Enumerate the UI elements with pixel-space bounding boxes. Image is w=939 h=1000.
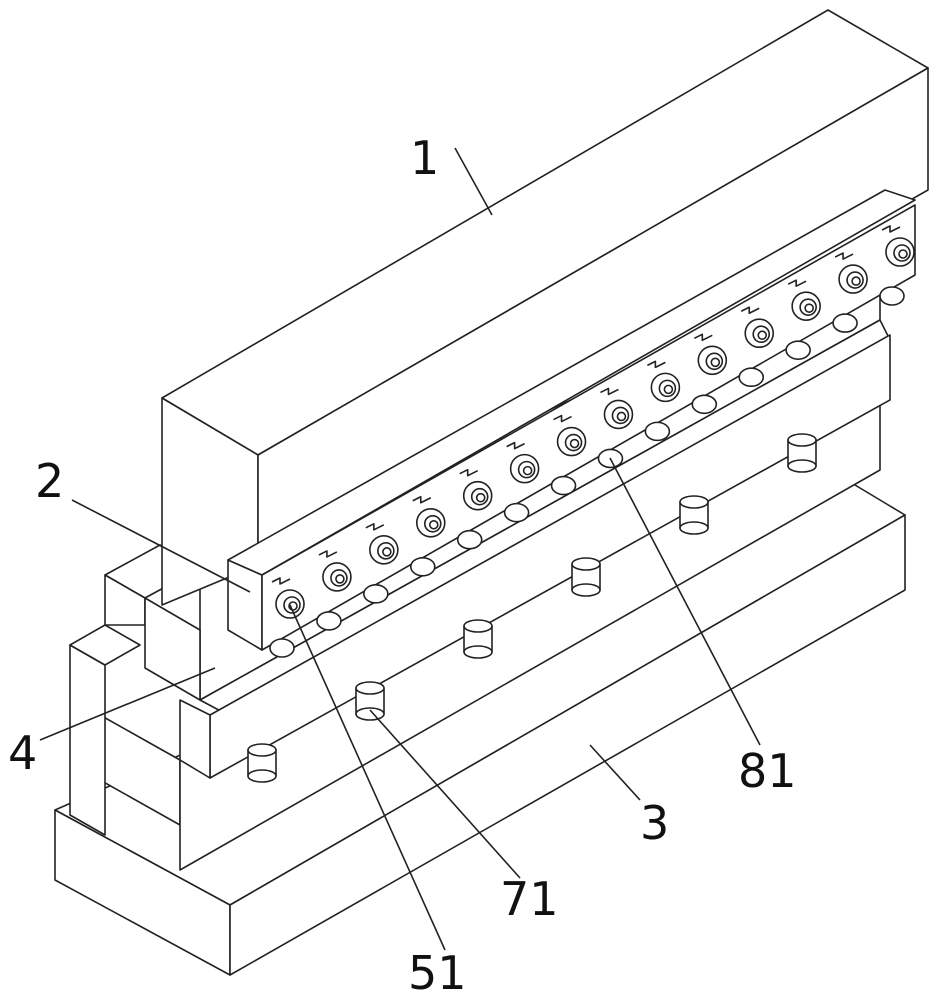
label-roller: 51	[408, 950, 467, 996]
label-base: 3	[640, 800, 669, 846]
pin	[248, 744, 276, 782]
pin	[572, 558, 600, 596]
pin	[788, 434, 816, 472]
label-upper-block: 1	[410, 135, 439, 181]
label-middle-block: 4	[8, 730, 37, 776]
label-roller-strip: 2	[35, 458, 64, 504]
label-pin: 71	[500, 876, 559, 922]
label-lower-roller: 81	[738, 748, 797, 794]
pin	[464, 620, 492, 658]
pin	[356, 682, 384, 720]
pin	[680, 496, 708, 534]
